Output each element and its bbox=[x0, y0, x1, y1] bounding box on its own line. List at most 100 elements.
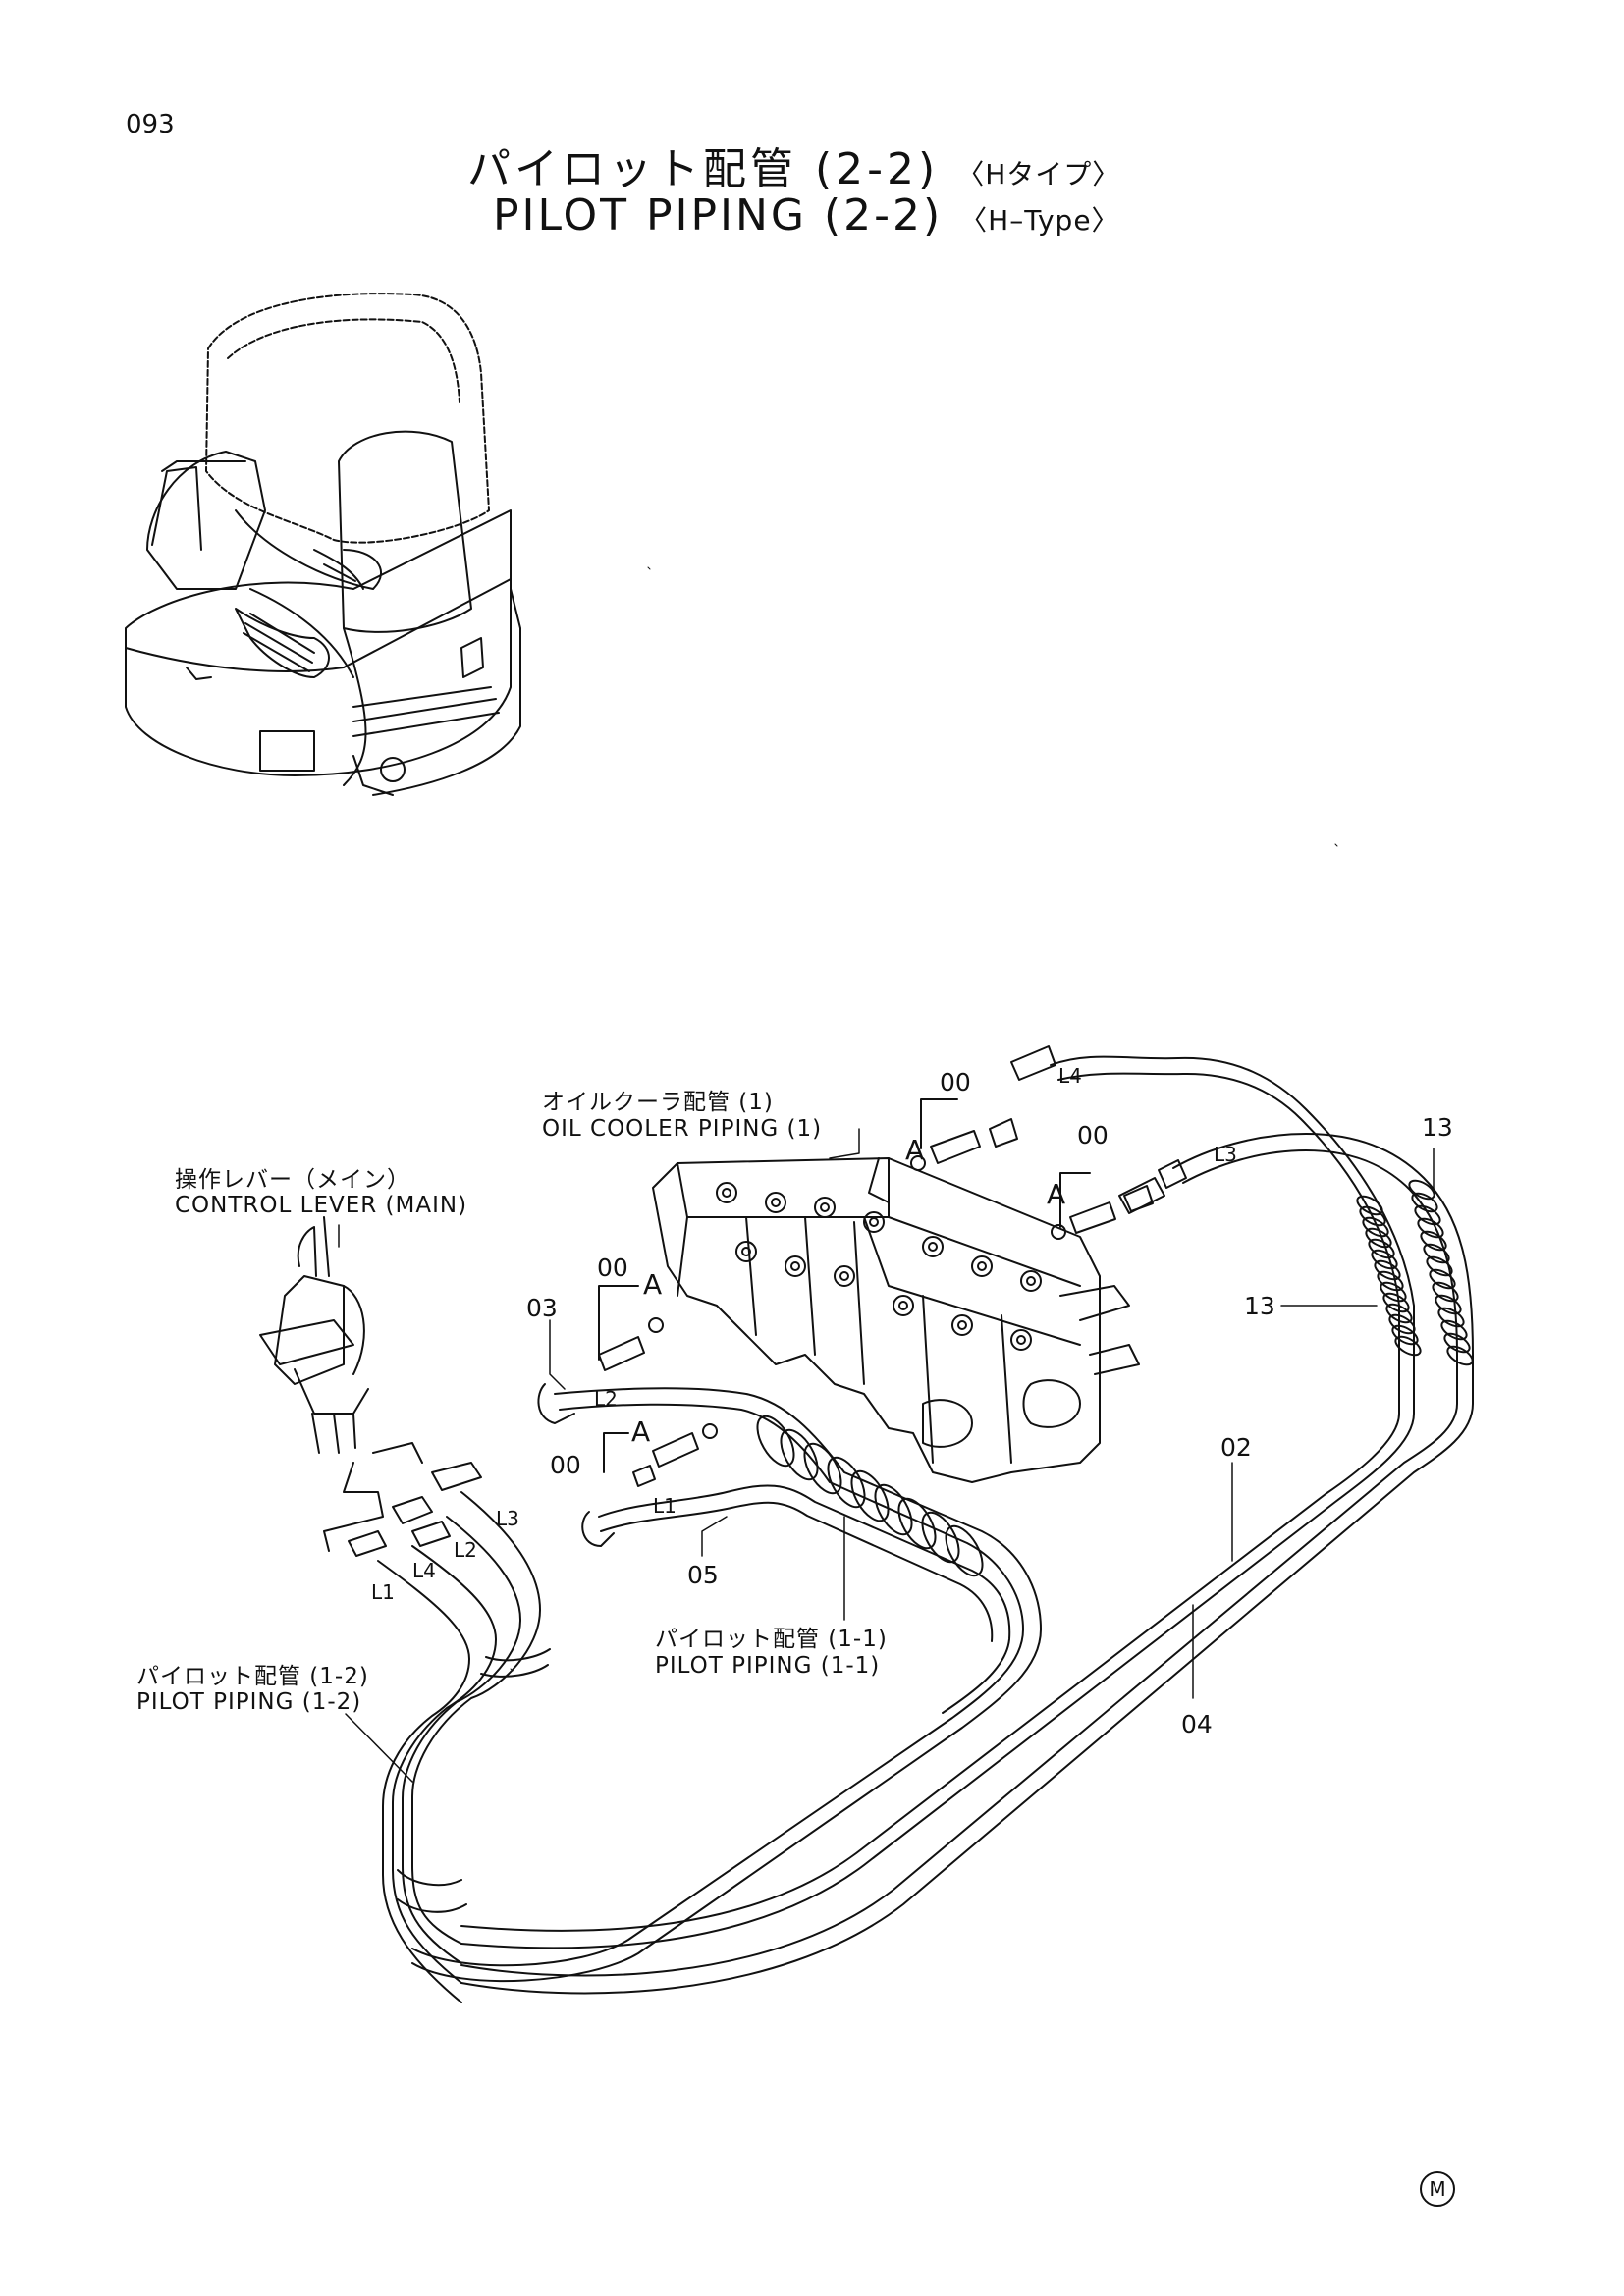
left-hose-bundle bbox=[377, 1491, 551, 2003]
coil-ring bbox=[1420, 1230, 1447, 1252]
detail-marker-a: A bbox=[631, 1415, 651, 1448]
page-number: 093 bbox=[126, 110, 175, 139]
adapters-00 bbox=[598, 1118, 1154, 1487]
excavator-cab-illustration bbox=[125, 293, 521, 796]
title-jp: パイロット配管 (2-2) 〈Hタイプ〉 bbox=[467, 133, 1120, 196]
part-number-00: 00 bbox=[1077, 1121, 1109, 1149]
valve-bolt-center bbox=[741, 1247, 751, 1256]
line-code-l4: L4 bbox=[1058, 1064, 1082, 1088]
coil-ring bbox=[1440, 1319, 1468, 1341]
protective-coil-13 bbox=[1356, 1179, 1474, 1366]
coil-ring bbox=[1426, 1255, 1453, 1277]
valve-bolt-center bbox=[869, 1217, 879, 1227]
scan-specks bbox=[510, 566, 1338, 1672]
coil-ring bbox=[1362, 1216, 1389, 1238]
valve-bolt-center bbox=[820, 1202, 830, 1212]
coil-ring bbox=[1356, 1195, 1383, 1216]
valve-bolt bbox=[1010, 1329, 1032, 1351]
coil-ring bbox=[1365, 1227, 1392, 1249]
valve-bolt bbox=[735, 1241, 757, 1262]
line-code-l4: L4 bbox=[412, 1559, 436, 1582]
callout-leaders bbox=[338, 1128, 1435, 1783]
coil-ring bbox=[780, 1428, 819, 1481]
part-number-13: 13 bbox=[1244, 1292, 1275, 1320]
coil-ring bbox=[1388, 1313, 1416, 1335]
detail-marker-a: A bbox=[1047, 1178, 1066, 1210]
part-number-04: 04 bbox=[1181, 1710, 1213, 1738]
control-lever-assembly bbox=[259, 1216, 482, 1557]
coil-ring bbox=[945, 1524, 984, 1577]
line-code-l2: L2 bbox=[594, 1387, 618, 1411]
coil-ring bbox=[1408, 1179, 1435, 1201]
valve-bolt bbox=[971, 1255, 993, 1277]
title-en: PILOT PIPING (2-2) 〈H–Type〉 bbox=[493, 190, 1120, 240]
coil-ring bbox=[1359, 1205, 1386, 1227]
valve-bolt bbox=[893, 1295, 914, 1316]
part-number-00: 00 bbox=[940, 1068, 971, 1096]
valve-bolt bbox=[951, 1314, 973, 1336]
title-en-sub: 〈H–Type〉 bbox=[959, 204, 1120, 237]
line-code-l1: L1 bbox=[371, 1580, 395, 1604]
coil-ring bbox=[1429, 1268, 1456, 1290]
coil-ring bbox=[1414, 1204, 1441, 1226]
control-lever-label-en: CONTROL LEVER (MAIN) bbox=[175, 1193, 468, 1218]
coil-ring bbox=[1377, 1270, 1404, 1292]
valve-bolt-center bbox=[790, 1261, 800, 1271]
coil-ring bbox=[756, 1415, 795, 1468]
protective-coil-mid bbox=[756, 1415, 984, 1577]
control-valve-block bbox=[652, 1157, 1140, 1483]
part-number-05: 05 bbox=[687, 1561, 719, 1589]
coil-ring bbox=[1437, 1307, 1465, 1328]
part-number-02: 02 bbox=[1220, 1433, 1252, 1462]
coil-ring bbox=[1394, 1335, 1422, 1357]
pilot-piping-11-label-jp: パイロット配管 (1-1) bbox=[655, 1627, 888, 1652]
hoses-l1-l2 bbox=[411, 1383, 1042, 1983]
pilot-piping-12-label-en: PILOT PIPING (1-2) bbox=[136, 1689, 362, 1715]
coil-ring bbox=[1391, 1324, 1419, 1346]
coil-ring bbox=[1417, 1217, 1444, 1239]
coil-ring bbox=[1423, 1243, 1450, 1264]
valve-bolt bbox=[1020, 1270, 1042, 1292]
part-number-03: 03 bbox=[526, 1294, 558, 1322]
coil-ring bbox=[1368, 1238, 1395, 1259]
detail-marker-a: A bbox=[905, 1134, 925, 1166]
oil-cooler-label-jp: オイルクーラ配管 (1) bbox=[542, 1090, 774, 1115]
part-number-00: 00 bbox=[597, 1254, 628, 1282]
oil-cooler-label-en: OIL COOLER PIPING (1) bbox=[542, 1116, 823, 1142]
valve-bolt bbox=[765, 1192, 786, 1213]
valve-bolt-center bbox=[957, 1320, 967, 1330]
coil-ring bbox=[1374, 1259, 1401, 1281]
valve-bolt bbox=[863, 1211, 885, 1233]
line-code-l2: L2 bbox=[454, 1538, 477, 1562]
coil-ring bbox=[1382, 1292, 1410, 1313]
valve-bolt-center bbox=[722, 1188, 731, 1198]
valve-bolt-center bbox=[1016, 1335, 1026, 1345]
valve-bolt-center bbox=[1026, 1276, 1036, 1286]
line-code-l1: L1 bbox=[653, 1494, 677, 1518]
coil-ring bbox=[1411, 1192, 1438, 1213]
coil-ring bbox=[827, 1456, 866, 1509]
pilot-piping-12-label-jp: パイロット配管 (1-2) bbox=[136, 1664, 369, 1689]
control-lever-label-jp: 操作レバー（メイン） bbox=[175, 1167, 410, 1193]
valve-bolt-center bbox=[839, 1271, 849, 1281]
coil-ring bbox=[1371, 1249, 1398, 1270]
title-jp-main: パイロット配管 (2-2) bbox=[467, 144, 940, 194]
part-number-00: 00 bbox=[550, 1451, 581, 1479]
valve-bolt-center bbox=[898, 1301, 908, 1310]
coil-ring bbox=[921, 1511, 960, 1564]
valve-bolt-center bbox=[977, 1261, 987, 1271]
coil-ring bbox=[897, 1497, 937, 1550]
valve-bolt-center bbox=[771, 1198, 781, 1207]
valve-bolt bbox=[922, 1236, 944, 1257]
pilot-piping-11-label-en: PILOT PIPING (1-1) bbox=[655, 1653, 881, 1679]
valve-bolt-center bbox=[928, 1242, 938, 1252]
detail-leaders bbox=[598, 1098, 1091, 1473]
coil-ring bbox=[1435, 1294, 1462, 1315]
title-jp-sub: 〈Hタイプ〉 bbox=[956, 158, 1121, 190]
line-code-l3: L3 bbox=[496, 1507, 519, 1530]
coil-ring bbox=[1385, 1303, 1413, 1324]
line-code-l3: L3 bbox=[1214, 1143, 1237, 1166]
coil-ring bbox=[1443, 1332, 1471, 1354]
title-en-main: PILOT PIPING (2-2) bbox=[493, 190, 944, 240]
